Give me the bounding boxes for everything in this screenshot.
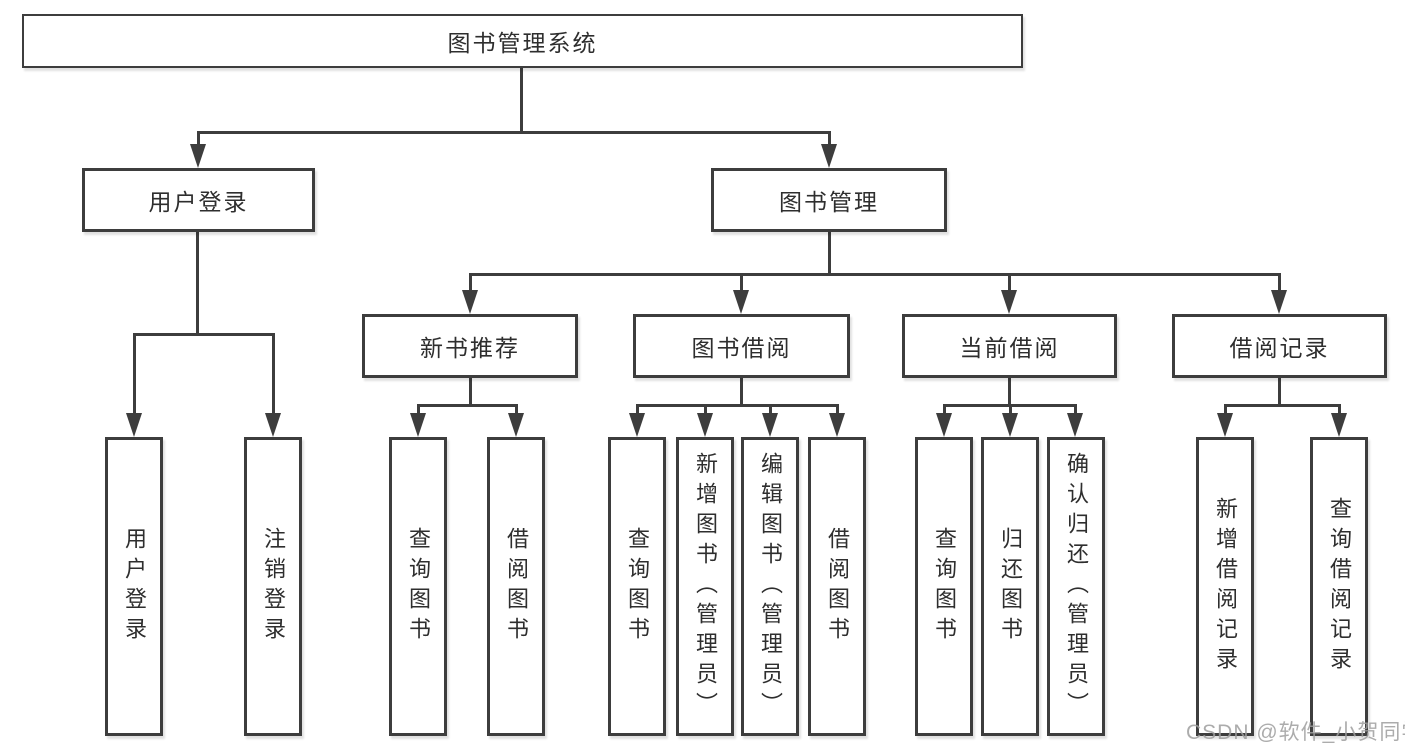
connector-line [636,404,838,407]
leaf-label: 新增图书（管理员） [693,451,718,722]
connector-line [1074,404,1077,417]
leaf-borrow-books-recommend: 借阅图书 [487,437,545,736]
arrowhead [936,413,952,437]
node-book-borrowing: 图书借阅 [633,314,850,378]
connector-line [197,131,830,134]
leaf-label: 确认归还（管理员） [1064,451,1089,722]
arrowhead [508,413,524,437]
leaf-label: 新增借阅记录 [1213,496,1238,677]
connector-line [636,404,639,417]
connector-line [1224,404,1340,407]
connector-line [1224,404,1227,417]
node-label: 用户登录 [148,189,249,215]
leaf-add-borrow-record: 新增借阅记录 [1196,437,1254,736]
leaf-logout: 注销登录 [244,437,302,736]
connector-line [417,404,517,407]
arrowhead [1271,290,1287,314]
arrowhead [1001,290,1017,314]
leaf-label: 注销登录 [261,526,286,647]
node-label: 图书管理 [779,189,879,215]
arrowhead [1002,413,1018,437]
node-user-login: 用户登录 [82,168,315,232]
leaf-label: 用户登录 [122,526,147,647]
leaf-label: 归还图书 [998,526,1023,647]
connector-line [1278,273,1281,292]
connector-line [196,232,199,336]
arrowhead [1217,413,1233,437]
connector-line [1008,273,1011,292]
connector-line [469,273,1280,276]
connector-line [836,404,839,417]
connector-line [740,273,743,292]
leaf-edit-book-admin: 编辑图书（管理员） [741,437,799,736]
arrowhead [410,413,426,437]
connector-line [1278,378,1281,406]
leaf-return-books: 归还图书 [981,437,1039,736]
connector-line [740,378,743,406]
node-borrowing-records: 借阅记录 [1172,314,1387,378]
connector-line [1008,378,1011,406]
leaf-query-books-borrowing: 查询图书 [608,437,666,736]
connector-line [133,333,136,415]
connector-line [520,68,523,134]
node-label: 图书借阅 [691,335,792,361]
arrowhead [462,290,478,314]
arrowhead [821,144,837,168]
node-label: 图书管理系统 [447,30,598,56]
node-label: 当前借阅 [959,335,1060,361]
leaf-label: 借阅图书 [504,526,529,647]
leaf-label: 借阅图书 [825,526,850,647]
connector-line [943,404,946,417]
connector-line [197,131,200,148]
leaf-query-books-recommend: 查询图书 [389,437,447,736]
node-new-book-recommend: 新书推荐 [362,314,578,378]
leaf-label: 查询图书 [625,526,650,647]
node-label: 借阅记录 [1229,335,1330,361]
node-library-management-system: 图书管理系统 [22,14,1023,68]
arrowhead [126,413,142,437]
leaf-label: 查询图书 [406,526,431,647]
connector-line [1009,404,1012,417]
leaf-confirm-return-admin: 确认归还（管理员） [1047,437,1105,736]
leaf-borrow-books-borrowing: 借阅图书 [808,437,866,736]
node-current-borrowing: 当前借阅 [902,314,1117,378]
connector-line [272,333,275,415]
arrowhead [1331,413,1347,437]
connector-line [828,232,831,275]
leaf-add-book-admin: 新增图书（管理员） [676,437,734,736]
connector-line [133,333,274,336]
leaf-label: 查询图书 [932,526,957,647]
connector-line [1338,404,1341,417]
leaf-label: 编辑图书（管理员） [758,451,783,722]
leaf-label: 查询借阅记录 [1327,496,1352,677]
arrowhead [829,413,845,437]
leaf-user-login: 用户登录 [105,437,163,736]
connector-line [828,131,831,148]
leaf-query-borrow-record: 查询借阅记录 [1310,437,1368,736]
leaf-query-books-current: 查询图书 [915,437,973,736]
arrowhead [629,413,645,437]
arrowhead [697,413,713,437]
connector-line [469,378,472,406]
arrowhead [733,290,749,314]
connector-line [417,404,420,417]
arrowhead [762,413,778,437]
connector-line [515,404,518,417]
node-label: 新书推荐 [420,335,520,361]
connector-line [469,273,472,292]
connector-line [704,404,707,417]
arrowhead [190,144,206,168]
csdn-watermark: CSDN @软件_小贺同学 [1186,721,1405,744]
node-book-management: 图书管理 [711,168,947,232]
arrowhead [1067,413,1083,437]
arrowhead [265,413,281,437]
connector-line [769,404,772,417]
